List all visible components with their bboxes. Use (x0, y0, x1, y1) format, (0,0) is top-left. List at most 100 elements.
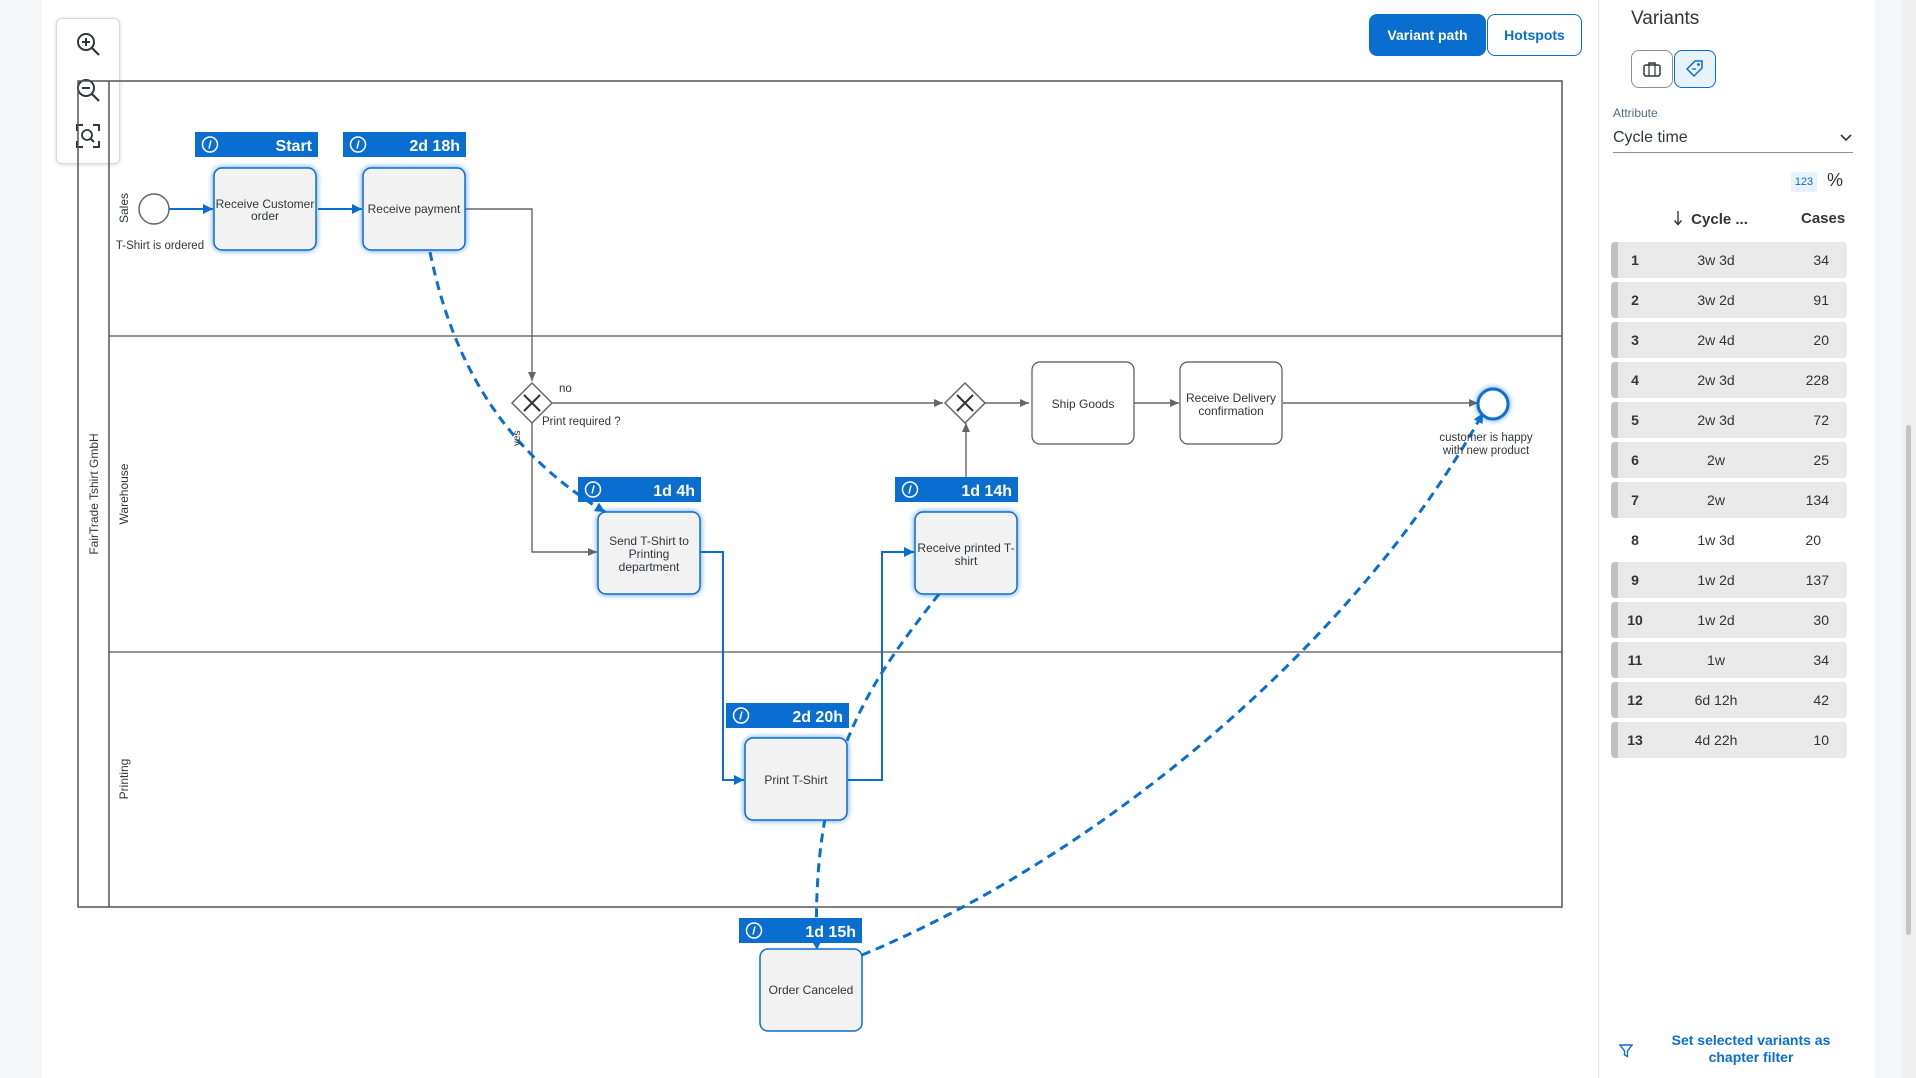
variants-panel: Variants Attribute Cycle time 123 % Cycl… (1598, 0, 1875, 1078)
badge-receive-payment-text: 2d 18h (409, 138, 460, 155)
start-event[interactable] (138, 193, 170, 225)
variant-cases: 91 (1813, 292, 1829, 308)
end-event-label-2: with new product (1442, 445, 1530, 457)
end-event[interactable] (1476, 387, 1510, 421)
tag-button[interactable] (1674, 50, 1716, 88)
variant-rank: 12 (1627, 692, 1643, 708)
fit-to-screen-button[interactable] (69, 117, 107, 155)
absolute-values-toggle[interactable]: 123 (1791, 172, 1817, 192)
print-required-gateway[interactable] (510, 381, 554, 425)
badge-receive-printed[interactable]: 1d 14h (895, 477, 1018, 502)
task-print-tshirt-label: Print T-Shirt (764, 773, 828, 787)
variant-rank: 9 (1631, 572, 1639, 588)
variant-cycle: 2w (1707, 452, 1725, 468)
gateway-yes-label: yes (512, 430, 523, 446)
info-icon (201, 136, 219, 153)
variant-cycle: 1w 3d (1697, 532, 1735, 548)
briefcase-icon (1643, 62, 1661, 77)
variant-cycle: 6d 12h (1694, 692, 1738, 708)
badge-print-tshirt-text: 2d 20h (792, 709, 843, 726)
task-receive-payment-label: Receive payment (368, 202, 461, 216)
lane-label-warehouse: Warehouse (117, 463, 131, 524)
variant-rank: 13 (1627, 732, 1643, 748)
bpmn-diagram: FairTrade Tshirt GmbH Sales Warehouse Pr… (77, 80, 1563, 1032)
variant-rank: 7 (1631, 492, 1639, 508)
gateway-label: Print required ? (542, 416, 621, 428)
task-receive-customer-order[interactable]: Receive Customer order (213, 167, 317, 251)
variant-rank: 10 (1627, 612, 1643, 628)
fit-to-screen-icon (76, 124, 100, 148)
zoom-in-button[interactable] (69, 25, 107, 63)
variant-cases: 20 (1805, 532, 1821, 548)
sort-descending-icon (1673, 211, 1683, 226)
variant-path-button[interactable]: Variant path (1369, 14, 1486, 56)
badge-send-tshirt[interactable]: 1d 4h (578, 477, 701, 502)
variant-cycle: 3w 3d (1697, 252, 1735, 268)
badge-order-canceled-text: 1d 15h (805, 924, 856, 941)
variant-cases: 72 (1813, 412, 1829, 428)
attribute-select[interactable]: Cycle time (1613, 124, 1853, 153)
task-receive-order-label-1: Receive Customer (216, 197, 315, 211)
info-icon (745, 922, 763, 939)
task-print-tshirt[interactable]: Print T-Shirt (744, 737, 848, 821)
badge-print-tshirt[interactable]: 2d 20h (726, 703, 849, 728)
task-order-canceled-label: Order Canceled (769, 983, 854, 997)
hotspots-button[interactable]: Hotspots (1487, 14, 1582, 56)
briefcase-button[interactable] (1631, 50, 1673, 88)
variant-cases: 42 (1813, 692, 1829, 708)
pool-label: FairTrade Tshirt GmbH (87, 433, 101, 554)
badge-order-canceled[interactable]: 1d 15h (739, 918, 862, 943)
set-chapter-filter-link[interactable]: Set selected variants as chapter filter (1619, 1032, 1859, 1066)
filter-icon (1619, 1044, 1633, 1058)
lane-label-printing: Printing (117, 759, 131, 800)
variant-cases: 30 (1813, 612, 1829, 628)
scrollbar-thumb[interactable] (1906, 425, 1911, 935)
badge-receive-printed-text: 1d 14h (961, 483, 1012, 500)
info-icon (732, 707, 750, 724)
percent-toggle[interactable]: % (1827, 170, 1844, 190)
variant-cycle: 1w 2d (1697, 572, 1735, 588)
variant-cycle: 2w 3d (1697, 372, 1735, 388)
tag-icon (1686, 60, 1703, 78)
variant-cases: 137 (1805, 572, 1829, 588)
badge-receive-payment[interactable]: 2d 18h (343, 132, 466, 157)
task-send-tshirt[interactable]: Send T-Shirt to Printing department (597, 511, 701, 595)
variant-cycle: 2w 3d (1697, 412, 1735, 428)
task-receive-printed[interactable]: Receive printed T- shirt (914, 511, 1018, 595)
task-receive-payment[interactable]: Receive payment (362, 167, 466, 251)
badge-receive-order[interactable]: Start (195, 132, 318, 157)
filter-link-text-2: chapter filter (1708, 1049, 1794, 1065)
variant-row[interactable]: 9 1w 2d 137 (1611, 562, 1847, 598)
variant-row[interactable]: 12 6d 12h 42 (1611, 682, 1847, 718)
task-receive-delivery[interactable]: Receive Delivery confirmation (1179, 361, 1283, 445)
task-order-canceled[interactable]: Order Canceled (759, 948, 863, 1032)
info-icon (584, 481, 602, 498)
merge-gateway[interactable] (943, 381, 987, 425)
start-event-label: T-Shirt is ordered (116, 240, 204, 252)
task-send-tshirt-label-2: Printing (629, 547, 670, 561)
task-ship-goods[interactable]: Ship Goods (1031, 361, 1135, 445)
variant-cases: 20 (1813, 332, 1829, 348)
variant-cycle: 3w 2d (1697, 292, 1735, 308)
task-receive-delivery-label-2: confirmation (1198, 404, 1263, 418)
variant-cycle: 1w (1707, 652, 1725, 668)
col-cases-header[interactable]: Cases (1801, 210, 1846, 227)
info-icon (349, 136, 367, 153)
task-receive-order-label-2: order (251, 209, 279, 223)
col-cycle-header[interactable]: Cycle ... (1673, 210, 1748, 228)
task-receive-printed-label-2: shirt (955, 554, 978, 568)
attribute-value: Cycle time (1613, 129, 1688, 146)
info-icon (901, 481, 919, 498)
variant-rank: 11 (1627, 652, 1643, 668)
